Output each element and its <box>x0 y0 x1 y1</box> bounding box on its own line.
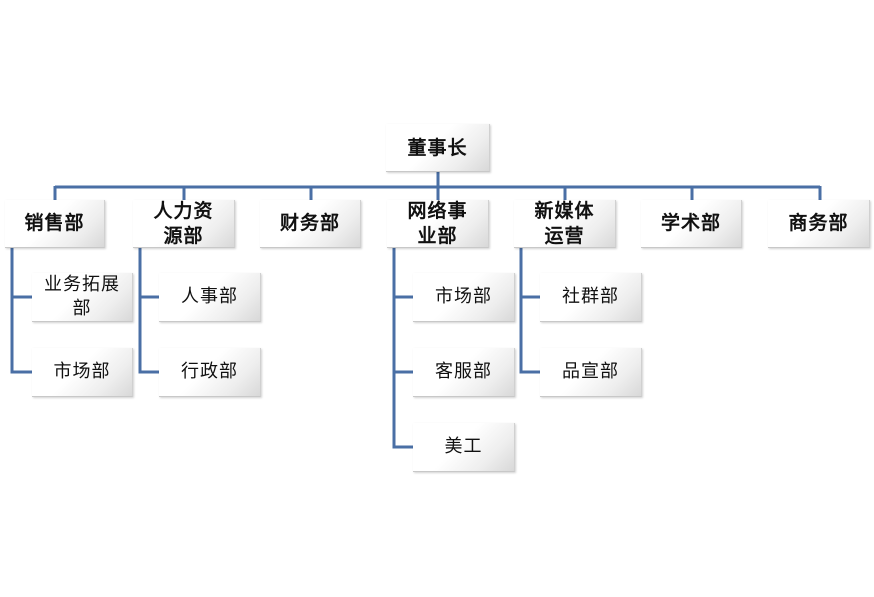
node-network-dept-label: 网络事业部 <box>407 199 468 247</box>
node-sales-marketing-label: 市场部 <box>53 361 111 382</box>
node-customer-service: 客服部 <box>413 348 515 397</box>
node-sales-dept: 销售部 <box>5 200 105 248</box>
node-customer-service-label: 客服部 <box>435 361 492 382</box>
node-administration: 行政部 <box>159 348 261 397</box>
node-personnel: 人事部 <box>159 273 261 322</box>
node-chairman: 董事长 <box>386 124 490 172</box>
node-network-marketing: 市场部 <box>413 273 515 322</box>
node-art-design-label: 美工 <box>444 436 483 457</box>
node-hr-dept-label: 人力资源部 <box>153 199 214 247</box>
node-business-expansion-label: 业务拓展部 <box>44 274 120 319</box>
node-art-design: 美工 <box>413 423 515 472</box>
node-hr-dept: 人力资源部 <box>133 200 235 248</box>
node-community-label: 社群部 <box>562 286 619 307</box>
node-community: 社群部 <box>540 273 642 322</box>
node-brand-promotion-label: 品宣部 <box>562 361 619 382</box>
node-business-expansion: 业务拓展部 <box>32 273 133 322</box>
node-brand-promotion: 品宣部 <box>540 348 642 397</box>
node-business-dept: 商务部 <box>768 200 870 248</box>
node-sales-marketing: 市场部 <box>32 348 133 397</box>
node-network-marketing-label: 市场部 <box>435 286 492 307</box>
node-finance-dept: 财务部 <box>260 200 361 248</box>
node-academic-dept-label: 学术部 <box>660 212 721 234</box>
node-new-media-dept: 新媒体运营 <box>514 200 616 248</box>
node-network-dept: 网络事业部 <box>387 200 489 248</box>
node-academic-dept: 学术部 <box>641 200 742 248</box>
node-new-media-dept-label: 新媒体运营 <box>534 199 595 247</box>
node-personnel-label: 人事部 <box>181 286 238 307</box>
node-administration-label: 行政部 <box>181 361 238 382</box>
node-business-dept-label: 商务部 <box>788 212 849 234</box>
node-chairman-label: 董事长 <box>407 136 468 159</box>
node-finance-dept-label: 财务部 <box>279 212 340 234</box>
node-sales-dept-label: 销售部 <box>24 212 85 234</box>
